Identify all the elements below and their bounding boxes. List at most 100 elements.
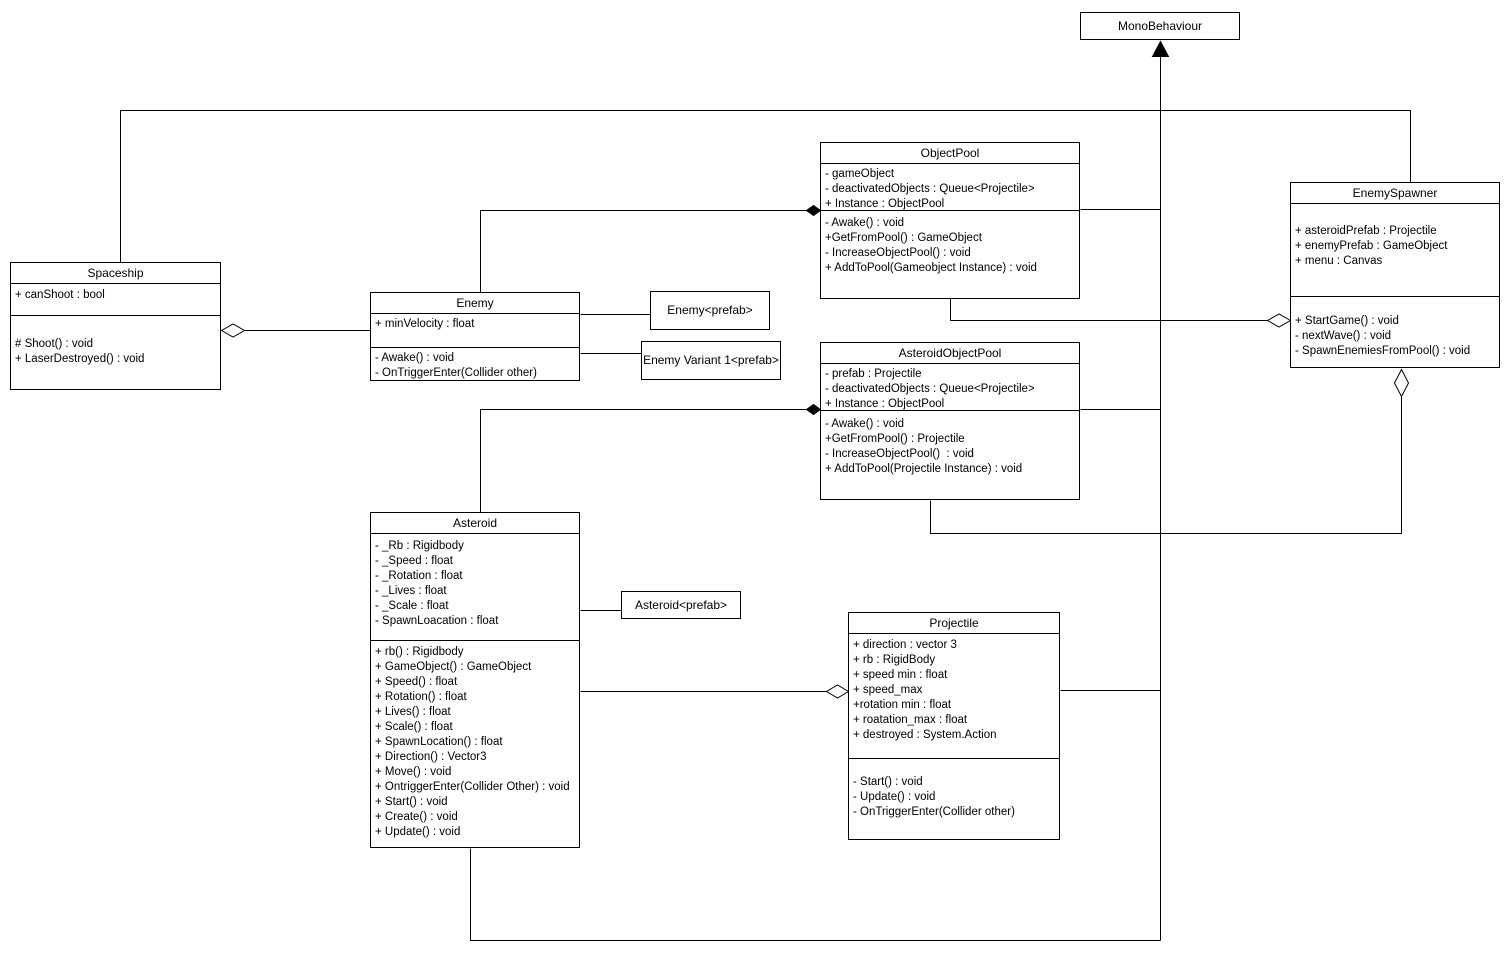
member-row: + AddToPool(Gameobject Instance) : void	[825, 262, 1037, 274]
class-title: EnemySpawner	[1291, 183, 1499, 204]
composition-diamond-icon	[805, 204, 822, 217]
member-row: - _Rotation : float	[375, 570, 463, 582]
member-row: - _Lives : float	[375, 585, 447, 597]
member-row: - deactivatedObjects : Queue<Projectile>	[825, 383, 1035, 395]
member-row: + Instance : ObjectPool	[825, 198, 945, 210]
attributes-section: - gameObject - deactivatedObjects : Queue…	[821, 164, 1079, 211]
member-row: - Start() : void	[853, 776, 923, 788]
member-row: + Instance : ObjectPool	[825, 398, 945, 410]
member-row: + destroyed : System.Action	[853, 729, 997, 741]
member-row: + rb() : Rigidbody	[375, 646, 464, 658]
class-asteroid-prefab[interactable]: Asteroid<prefab>	[621, 591, 741, 619]
methods-section: # Shoot() : void + LaserDestroyed() : voi…	[11, 316, 220, 389]
class-title: AsteroidObjectPool	[821, 343, 1079, 364]
member-row: + roatation_max : float	[853, 714, 968, 726]
member-row: + Lives() : float	[375, 706, 451, 718]
member-row: + Update() : void	[375, 826, 461, 838]
attributes-section: - prefab : Projectile - deactivatedObject…	[821, 364, 1079, 411]
enemy-objectpool-line	[480, 210, 807, 293]
member-row: + Move() : void	[375, 766, 452, 778]
member-row: + asteroidPrefab : Projectile	[1295, 225, 1437, 237]
member-row: +GetFromPool() : Projectile	[825, 433, 965, 445]
class-title: Projectile	[849, 613, 1059, 634]
member-row: - Awake() : void	[375, 352, 455, 364]
member-row: + LaserDestroyed() : void	[15, 353, 145, 365]
aggregation-diamond-icon	[1393, 368, 1410, 398]
class-title: ObjectPool	[821, 143, 1079, 164]
member-row: + StartGame() : void	[1295, 315, 1399, 327]
methods-section: - Start() : void - Update() : void - OnTri…	[849, 759, 1059, 839]
member-row: + canShoot : bool	[15, 289, 105, 301]
class-title: Enemy Variant 1<prefab>	[643, 353, 779, 367]
class-title: MonoBehaviour	[1117, 19, 1203, 33]
member-row: + Direction() : Vector3	[375, 751, 487, 763]
member-row: + menu : Canvas	[1295, 255, 1383, 267]
member-row: - deactivatedObjects : Queue<Projectile>	[825, 183, 1035, 195]
methods-section: - Awake() : void +GetFromPool() : Project…	[821, 411, 1079, 499]
member-row: - gameObject	[825, 168, 895, 180]
class-objectpool[interactable]: ObjectPool - gameObject - deactivatedObje…	[820, 142, 1080, 299]
member-row: - SpawnEnemiesFromPool() : void	[1295, 345, 1471, 357]
inheritance-top-line	[120, 110, 1411, 263]
asteroid-asteroidobjectpool-line	[480, 409, 807, 513]
member-row: +rotation min : float	[853, 699, 952, 711]
member-row: + speed min : float	[853, 669, 948, 681]
member-row: + Create() : void	[375, 811, 458, 823]
methods-section: + rb() : Rigidbody + GameObject() : GameO…	[371, 641, 579, 847]
member-row: + speed_max	[853, 684, 923, 696]
member-row: + Rotation() : float	[375, 691, 467, 703]
member-row: + SpawnLocation() : float	[375, 736, 503, 748]
class-enemy-variant-prefab[interactable]: Enemy Variant 1<prefab>	[641, 341, 781, 380]
attributes-section: + direction : vector 3 + rb : RigidBody + …	[849, 634, 1059, 759]
composition-diamond-icon	[805, 403, 822, 416]
member-row: + enemyPrefab : GameObject	[1295, 240, 1448, 252]
member-row: + minVelocity : float	[375, 318, 475, 330]
member-row: + direction : vector 3	[853, 639, 957, 651]
class-title: Asteroid	[371, 513, 579, 534]
methods-section: - Awake() : void+GetFromPool() : GameObj…	[821, 211, 1079, 298]
class-monobehaviour[interactable]: MonoBehaviour	[1080, 12, 1240, 40]
member-row: - Awake() : void	[825, 418, 905, 430]
member-row: +GetFromPool() : GameObject	[825, 232, 982, 244]
aggregation-diamond-icon	[825, 684, 850, 699]
attributes-section: + asteroidPrefab : Projectile + enemyPref…	[1291, 204, 1499, 297]
member-row: - prefab : Projectile	[825, 368, 922, 380]
member-row: # Shoot() : void	[15, 338, 93, 350]
objectpool-enemyspawner-line	[950, 298, 1268, 321]
class-asteroidobjectpool[interactable]: AsteroidObjectPool - prefab : Projectile…	[820, 342, 1080, 500]
methods-section: - Awake() : void - OnTriggerEnter(Collide…	[371, 348, 579, 380]
class-spaceship[interactable]: Spaceship + canShoot : bool # Shoot() : …	[10, 262, 221, 390]
member-row: - SpawnLoacation : float	[375, 615, 499, 627]
class-projectile[interactable]: Projectile + direction : vector 3 + rb : …	[848, 612, 1060, 840]
member-row: + Start() : void	[375, 796, 448, 808]
class-title: Asteroid<prefab>	[634, 598, 728, 612]
inheritance-arrow-icon	[1151, 40, 1170, 57]
aggregation-diamond-icon	[1266, 313, 1292, 328]
member-row: + OntriggerEnter(Collider Other) : void	[375, 781, 570, 793]
class-enemy[interactable]: Enemy + minVelocity : float - Awake() : …	[370, 292, 580, 381]
class-title: Enemy	[371, 293, 579, 314]
member-row: - _Speed : float	[375, 555, 453, 567]
member-row: - _Rb : Rigidbody	[375, 540, 464, 552]
attributes-section: + minVelocity : float	[371, 314, 579, 348]
member-row: - OnTriggerEnter(Collider other)	[375, 367, 537, 379]
member-row: - OnTriggerEnter(Collider other)	[853, 806, 1015, 818]
member-row: - Update() : void	[853, 791, 936, 803]
aggregation-diamond-icon	[220, 323, 246, 338]
member-row: + AddToPool(Projectile Instance) : void	[825, 463, 1023, 475]
member-row: + Scale() : float	[375, 721, 453, 733]
class-enemyspawner[interactable]: EnemySpawner + asteroidPrefab : Projecti…	[1290, 182, 1500, 368]
class-title: Enemy<prefab>	[667, 303, 753, 317]
attributes-section: - _Rb : Rigidbody - _Speed : float - _Rota…	[371, 534, 579, 641]
member-row: + rb : RigidBody	[853, 654, 936, 666]
class-title: Spaceship	[11, 263, 220, 284]
class-enemy-prefab[interactable]: Enemy<prefab>	[650, 291, 770, 330]
member-row: + GameObject() : GameObject	[375, 661, 532, 673]
member-row: - IncreaseObjectPool() : void	[825, 247, 971, 259]
member-row: - nextWave() : void	[1295, 330, 1392, 342]
member-row: - _Scale : float	[375, 600, 449, 612]
class-asteroid[interactable]: Asteroid - _Rb : Rigidbody - _Speed : flo…	[370, 512, 580, 848]
asteroid-trunk-line	[470, 848, 1161, 941]
